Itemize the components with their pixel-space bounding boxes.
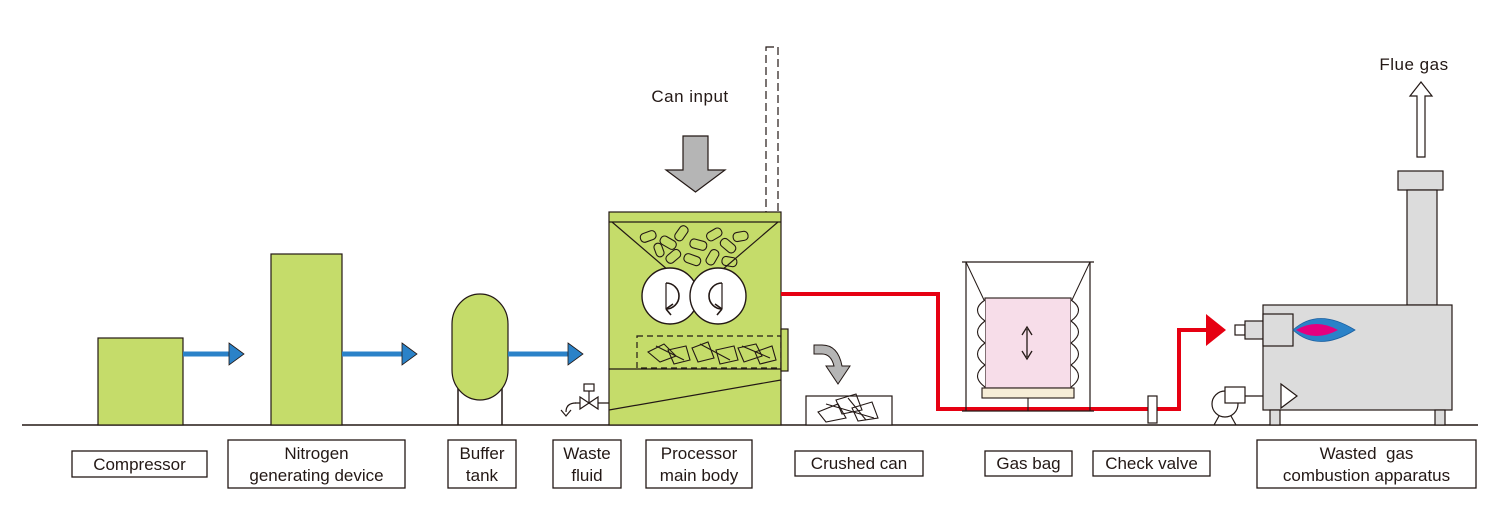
nitrogen-flow-arrow-1 xyxy=(183,342,245,366)
label-processor-line2: main body xyxy=(660,466,739,485)
compressor-unit xyxy=(97,337,184,426)
label-wasted-gas-combustion-apparatus: Wasted gas combustion apparatus xyxy=(1256,439,1477,489)
label-gas-bag-text: Gas bag xyxy=(996,454,1060,473)
cans-in-hopper xyxy=(639,225,749,268)
pump-icon xyxy=(1211,386,1281,426)
crushed-cans-in-chamber xyxy=(647,341,777,365)
label-waste-line2: fluid xyxy=(571,466,602,485)
label-nitrogen-line1: Nitrogen xyxy=(284,444,348,463)
rotation-arrow-icon xyxy=(665,282,680,316)
label-compressor: Compressor xyxy=(71,450,208,478)
can-input-arrow xyxy=(664,135,727,193)
label-compressor-text: Compressor xyxy=(93,455,186,474)
rotation-arrow-icon xyxy=(708,282,723,316)
label-crushed-can-text: Crushed can xyxy=(811,454,907,473)
check-valve xyxy=(1147,395,1158,424)
crushing-roller-right xyxy=(689,267,747,325)
label-processor-main-body: Processor main body xyxy=(645,439,753,489)
label-processor-line1: Processor xyxy=(661,444,738,463)
label-nitrogen-line2: generating device xyxy=(249,466,383,485)
gas-bag-unit xyxy=(962,261,1094,412)
valve-icon xyxy=(560,383,609,417)
gas-flow-line xyxy=(781,292,1226,411)
label-buffer-line1: Buffer xyxy=(459,444,504,463)
label-check-valve-text: Check valve xyxy=(1105,454,1198,473)
label-crushed-can: Crushed can xyxy=(794,450,924,477)
label-gas-bag: Gas bag xyxy=(984,450,1073,477)
label-nitrogen-generating-device: Nitrogen generating device xyxy=(227,439,406,489)
nitrogen-flow-arrow-3 xyxy=(508,342,584,366)
label-buffer-line2: tank xyxy=(466,466,499,485)
nitrogen-flow-arrow-2 xyxy=(342,342,418,366)
can-input-label: Can input xyxy=(651,87,728,106)
exhaust-pipe-dashed xyxy=(765,46,779,224)
label-buffer-tank: Buffer tank xyxy=(447,439,517,489)
combustion-apparatus xyxy=(1234,170,1453,426)
flame-icon xyxy=(1292,318,1356,342)
flue-gas-arrow xyxy=(1408,81,1434,158)
up-down-arrow-icon xyxy=(1021,325,1033,361)
processor-main-body xyxy=(608,211,789,426)
crushed-can-transfer-arrow xyxy=(813,344,851,385)
crushed-can-tray xyxy=(805,393,893,426)
label-wasted-line1: Wasted gas xyxy=(1320,444,1414,463)
label-wasted-line2: combustion apparatus xyxy=(1283,466,1450,485)
label-waste-fluid: Waste fluid xyxy=(552,439,622,489)
buffer-tank xyxy=(451,293,509,425)
nitrogen-generating-device xyxy=(270,253,343,426)
label-check-valve: Check valve xyxy=(1092,450,1211,477)
label-waste-line1: Waste xyxy=(563,444,611,463)
flue-gas-label: Flue gas xyxy=(1379,55,1448,74)
